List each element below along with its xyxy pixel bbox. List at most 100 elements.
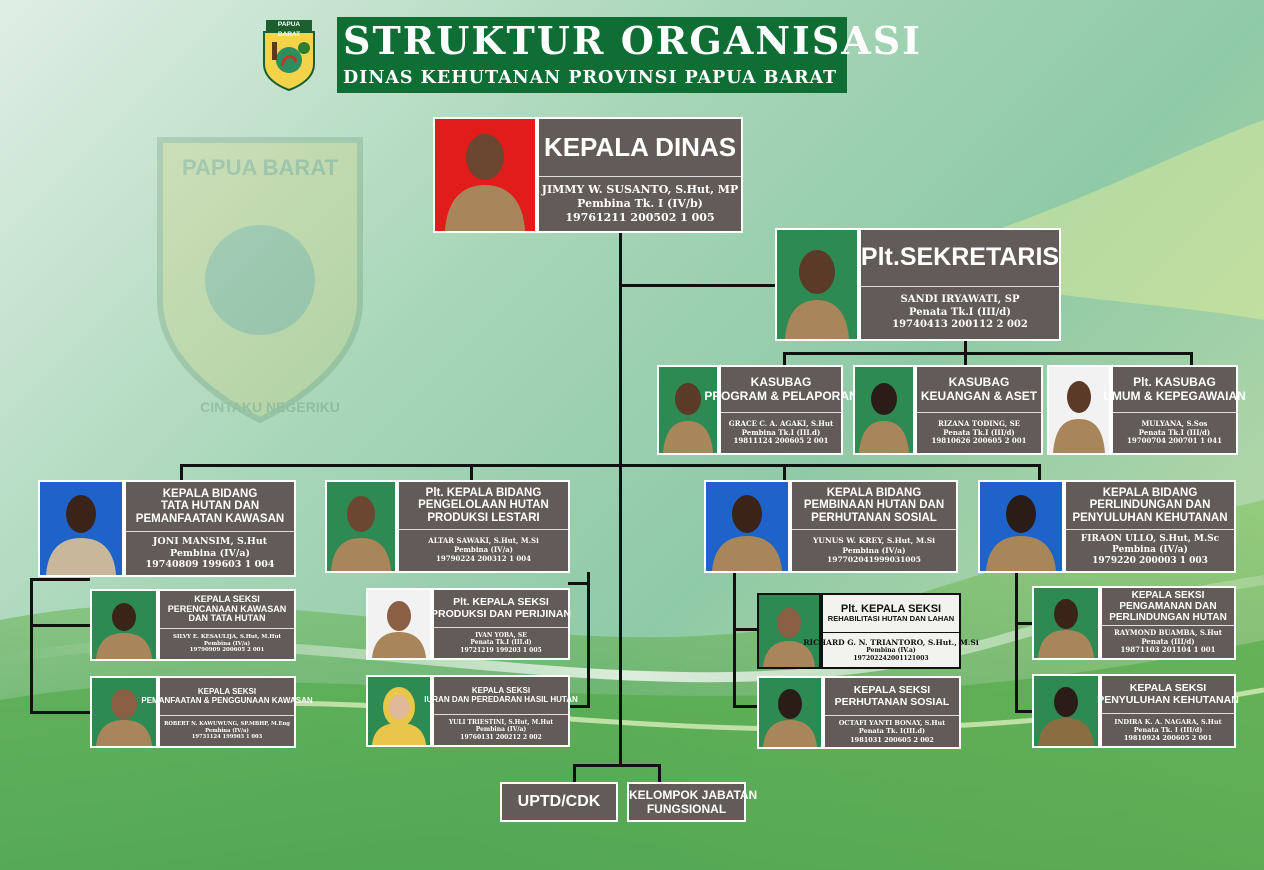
kepala-seksi-name: YULI TRIESTINI, S.Hut, M.Hut bbox=[448, 718, 554, 726]
kepala-seksi-nip: 1981031 200605 2 002 bbox=[850, 735, 934, 744]
kelompok-fungsional-box: KELOMPOK JABATAN FUNGSIONAL bbox=[627, 782, 758, 822]
kepala-seksi-photo bbox=[1032, 586, 1100, 660]
kepala-seksi-rank: Pembina (IV.a) bbox=[866, 647, 916, 655]
kepala-seksi-name: OCTAFI YANTI BONAY, S.Hut bbox=[838, 719, 946, 728]
kepala-bidang-subtitle: TATA HUTAN DAN bbox=[160, 500, 260, 513]
person-portrait-icon bbox=[785, 250, 849, 339]
person-portrait-icon bbox=[46, 495, 116, 575]
kepala-bidang-subtitle: PENGELOLAAN HUTAN bbox=[418, 499, 549, 512]
kepala-seksi-photo bbox=[757, 593, 821, 669]
kasubag-title: KASUBAG bbox=[750, 375, 812, 390]
kepala-seksi-nip: 19731124 199903 1 003 bbox=[191, 734, 263, 741]
kepala-dinas-name: JIMMY W. SUSANTO, S.Hut, MP bbox=[541, 183, 739, 197]
kepala-seksi-title: Plt. KEPALA SEKSI bbox=[453, 595, 549, 608]
kepala-bidang-title: KEPALA BIDANG bbox=[1102, 486, 1198, 499]
kepala-seksi-photo bbox=[366, 675, 432, 747]
person-portrait-icon bbox=[986, 495, 1056, 571]
person-portrait-icon bbox=[1038, 599, 1094, 658]
kasubag-name: RIZANA TODING, SE bbox=[938, 418, 1020, 428]
sekretaris-rank: Penata Tk.I (III/d) bbox=[908, 306, 1012, 318]
kepala-bidang-nip: 1979220 200003 1 003 bbox=[1092, 556, 1208, 567]
kepala-bidang-rank: Pembina (IV/a) bbox=[842, 545, 906, 555]
kasubag-nip: 19700704 200701 1 041 bbox=[1127, 436, 1222, 446]
kepala-seksi-subtitle: PRODUKSI DAN PERIJINAN bbox=[430, 607, 572, 620]
kepala-bidang-title: KEPALA BIDANG bbox=[826, 486, 922, 499]
person-portrait-icon bbox=[445, 134, 525, 231]
person-portrait-icon bbox=[1053, 381, 1105, 453]
person-portrait-icon bbox=[1038, 687, 1094, 746]
uptd-cdk-label: UPTD/CDK bbox=[517, 793, 601, 810]
kepala-seksi-subtitle: PERLINDUNGAN HUTAN bbox=[1109, 612, 1227, 623]
kasubag-name: GRACE C. A. AGAKI, S.Hut bbox=[728, 418, 834, 428]
title-banner: STRUKTUR ORGANISASI DINAS KEHUTANAN PROV… bbox=[337, 17, 920, 93]
kasubag-title: Plt. KASUBAG bbox=[1133, 375, 1216, 390]
kepala-seksi-subtitle: REHABILITASI HUTAN DAN LAHAN bbox=[827, 614, 955, 624]
kepala-seksi-photo bbox=[90, 676, 158, 748]
kepala-bidang-subtitle: PEMBINAAN HUTAN DAN bbox=[803, 499, 945, 512]
kepala-seksi-rank: Penata Tk.I (III.d) bbox=[470, 639, 532, 647]
kepala-bidang-nip: 19790224 200312 1 004 bbox=[436, 553, 531, 563]
kepala-bidang-rank: Pembina (IV/a) bbox=[1112, 544, 1188, 555]
kepala-seksi-name: SILVY E. KESAULIJA, S.Hut, M.Hut bbox=[172, 633, 282, 640]
kepala-bidang-subtitle: PEMANFAATAN KAWASAN bbox=[135, 512, 285, 525]
kepala-seksi-title: KEPALA SEKSI bbox=[197, 686, 257, 696]
kepala-seksi-nip: 19790909 200605 2 001 bbox=[189, 647, 265, 654]
kelompok-fungsional-label: FUNGSIONAL bbox=[646, 802, 727, 816]
kasubag-name: MULYANA, S.Sos bbox=[1141, 418, 1208, 428]
kepala-seksi-nip: 19721219 199203 1 005 bbox=[460, 646, 542, 654]
kepala-seksi-title: KEPALA SEKSI bbox=[471, 685, 531, 695]
kepala-seksi-subtitle: DAN TATA HUTAN bbox=[188, 613, 266, 624]
kepala-bidang-photo bbox=[978, 480, 1064, 573]
kepala-bidang-subtitle: PERLINDUNGAN DAN bbox=[1089, 499, 1211, 512]
kepala-seksi-title: KEPALA SEKSI bbox=[853, 683, 931, 696]
kepala-seksi-rank: Pembina (IV/a) bbox=[205, 727, 249, 734]
kasubag-photo bbox=[1047, 365, 1111, 455]
kepala-seksi-nip: 19871103 201104 1 001 bbox=[1120, 645, 1216, 655]
page-subtitle: DINAS KEHUTANAN PROVINSI PAPUA BARAT bbox=[343, 68, 838, 88]
sekretaris-photo bbox=[775, 228, 859, 341]
kepala-bidang-rank: Pembina (IV/a) bbox=[169, 547, 251, 559]
kepala-bidang-rank: Pembina (IV/a) bbox=[454, 545, 513, 555]
kepala-seksi-name: RICHARD G. N. TRIANTORO, S.Hut., M.Si bbox=[803, 637, 979, 647]
kasubag-rank: Penata Tk.I (III/d) bbox=[943, 427, 1015, 437]
kepala-bidang-title: Plt. KEPALA BIDANG bbox=[425, 486, 542, 499]
kasubag-nip: 19810626 200605 2 001 bbox=[931, 436, 1027, 446]
kepala-bidang-subtitle: PENYULUHAN KEHUTANAN bbox=[1072, 511, 1228, 524]
kepala-dinas-title: KEPALA DINAS bbox=[543, 132, 737, 163]
kepala-dinas-photo bbox=[433, 117, 537, 233]
kepala-seksi-title: KEPALA SEKSI bbox=[194, 593, 260, 604]
kepala-seksi-title: KEPALA SEKSI bbox=[1131, 590, 1205, 601]
person-portrait-icon bbox=[96, 689, 152, 746]
kepala-seksi-photo bbox=[1032, 674, 1100, 748]
kepala-bidang-name: ALTAR SAWAKI, S.Hut, M.Si bbox=[428, 536, 539, 546]
kepala-bidang-title: KEPALA BIDANG bbox=[162, 487, 258, 500]
kepala-bidang-photo bbox=[325, 480, 397, 573]
kelompok-fungsional-label: KELOMPOK JABATAN bbox=[629, 788, 758, 802]
kepala-dinas-rank: Pembina Tk. I (IV/b) bbox=[577, 197, 703, 211]
kasubag-title: KASUBAG bbox=[948, 375, 1010, 390]
person-portrait-icon bbox=[663, 383, 713, 453]
kepala-seksi-nip: 19810924 200605 2 001 bbox=[1123, 734, 1213, 743]
kepala-seksi-rank: Penata Tk. I (III/d) bbox=[1133, 725, 1203, 734]
kepala-seksi-rank: Penata (III/d) bbox=[1141, 636, 1195, 646]
kepala-seksi-nip: 19760131 200212 2 002 bbox=[460, 733, 542, 741]
kepala-seksi-photo bbox=[757, 676, 823, 749]
svg-text:CINTAKU NEGERIKU: CINTAKU NEGERIKU bbox=[200, 399, 340, 415]
sekretaris-title: Plt.SEKRETARIS bbox=[860, 243, 1060, 272]
person-portrait-icon bbox=[372, 601, 426, 658]
kepala-seksi-photo bbox=[90, 589, 158, 661]
kepala-seksi-subtitle: IURAN DAN PEREDARAN HASIL HUTAN bbox=[424, 694, 578, 704]
person-portrait-icon bbox=[331, 496, 391, 571]
kepala-seksi-rank: Pembina (IV/a) bbox=[203, 640, 251, 647]
